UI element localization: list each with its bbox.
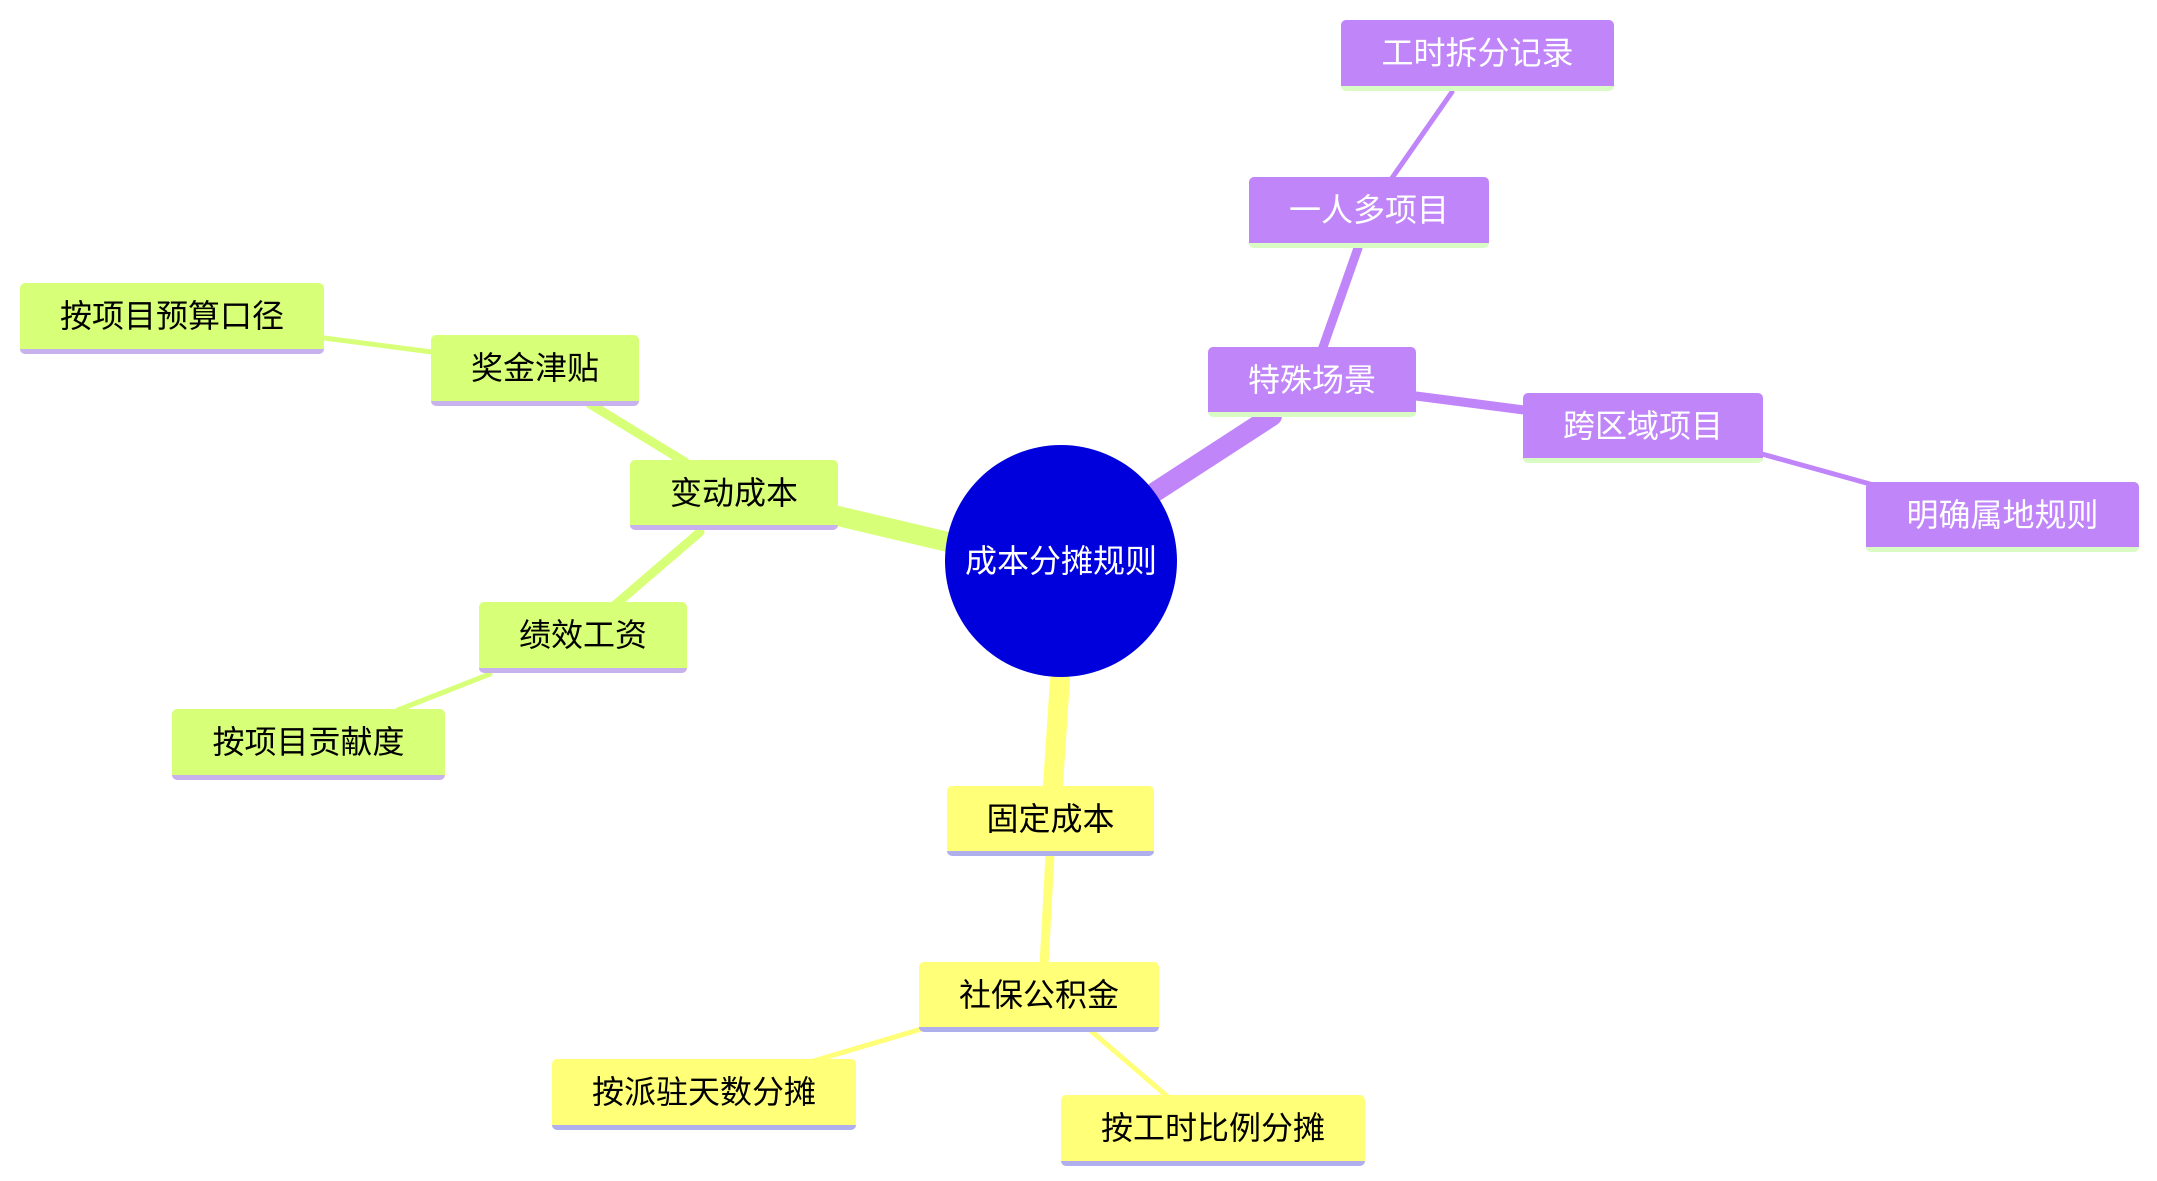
edge-social-security-by-hours [1087,1027,1171,1100]
node-special-scenario[interactable]: 特殊场景 [1208,347,1416,417]
root-label: 成本分摊规则 [964,542,1157,580]
edge-multi-project-timesheet [1389,89,1455,181]
node-fixed-cost-label: 固定成本 [986,799,1115,838]
edge-special-multi-project [1317,243,1363,355]
node-social-security[interactable]: 社保公积金 [919,962,1159,1032]
edge-variable-bonus [585,399,690,467]
edge-root-special [1145,406,1282,502]
node-performance-label: 绩效工资 [518,616,647,654]
edge-special-cross-region [1411,391,1529,415]
root-node[interactable]: 成本分摊规则 [945,445,1177,677]
node-multi-project[interactable]: 一人多项目 [1249,177,1489,248]
node-by-budget[interactable]: 按项目预算口径 [20,283,324,354]
node-territory-rule-label: 明确属地规则 [1906,495,2099,534]
edge-cross-region-territory [1759,451,1873,487]
node-special-scenario-label: 特殊场景 [1247,360,1376,399]
edge-bonus-by-budget [321,335,435,355]
node-by-days-label: 按派驻天数分摊 [591,1073,816,1111]
node-variable-cost-label: 变动成本 [669,473,798,512]
node-bonus[interactable]: 奖金津贴 [431,335,639,406]
edge-performance-by-contribution [395,671,493,713]
node-cross-region-label: 跨区域项目 [1562,406,1723,445]
node-by-hours-label: 按工时比例分摊 [1100,1109,1325,1147]
node-territory-rule[interactable]: 明确属地规则 [1866,482,2139,552]
edge-variable-performance [610,527,705,610]
node-by-hours[interactable]: 按工时比例分摊 [1061,1095,1365,1166]
node-by-contribution-label: 按项目贡献度 [212,723,405,761]
node-variable-cost[interactable]: 变动成本 [630,460,838,530]
node-performance[interactable]: 绩效工资 [479,602,687,673]
node-cross-region[interactable]: 跨区域项目 [1523,393,1763,463]
node-by-days[interactable]: 按派驻天数分摊 [552,1059,856,1130]
node-timesheet[interactable]: 工时拆分记录 [1341,20,1614,91]
node-multi-project-label: 一人多项目 [1288,191,1449,229]
node-by-budget-label: 按项目预算口径 [59,297,284,335]
edge-fixed-social-security [1039,850,1055,970]
edge-social-security-by-days [807,1025,928,1065]
edge-root-fixed [1042,670,1070,810]
node-by-contribution[interactable]: 按项目贡献度 [172,709,445,780]
edge-root-variable [828,506,958,552]
node-social-security-label: 社保公积金 [958,975,1119,1014]
node-fixed-cost[interactable]: 固定成本 [947,786,1154,856]
node-bonus-label: 奖金津贴 [470,349,599,387]
node-timesheet-label: 工时拆分记录 [1381,34,1574,72]
